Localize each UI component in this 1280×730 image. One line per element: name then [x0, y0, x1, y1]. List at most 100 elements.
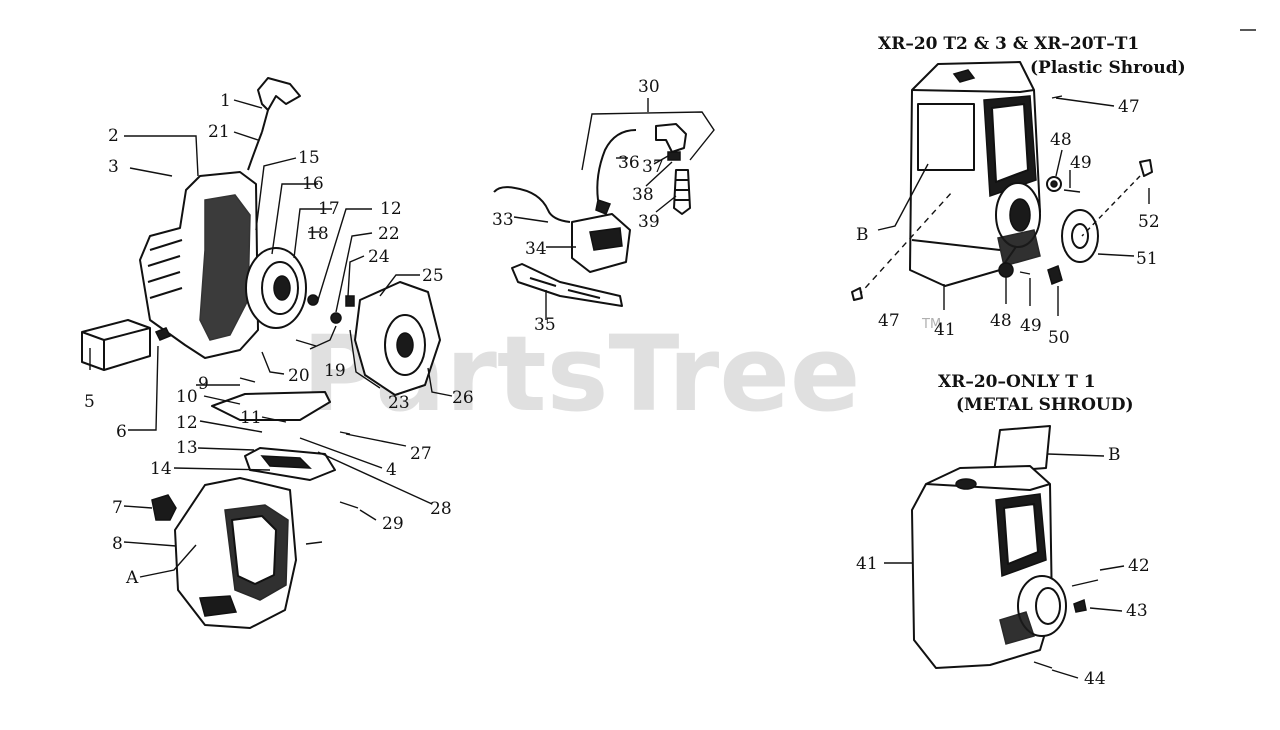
callout-12-top: 12 — [380, 199, 402, 219]
screw-47-axis — [857, 191, 953, 297]
title-metal-shroud: (METAL SHROUD) — [956, 395, 1134, 415]
shroud-panel-line — [911, 239, 1001, 251]
clutch-drum-hub — [396, 332, 414, 358]
screw-47-bottom-part — [851, 287, 863, 301]
screw-19 — [295, 339, 317, 347]
callout-19: 19 — [324, 361, 346, 381]
metal-shroud-recess-inner — [1035, 587, 1061, 625]
washer-48-lower-part — [998, 262, 1014, 278]
shroud-inner — [231, 515, 277, 585]
screw-49-part — [1063, 189, 1081, 193]
metal-shroud-assembly — [911, 425, 1099, 669]
callout-28: 28 — [430, 499, 452, 519]
callout-b-metal: B — [1108, 445, 1121, 465]
shroud-lower-opening — [997, 229, 1041, 267]
pulley-center — [273, 275, 291, 301]
callout-23: 23 — [388, 393, 410, 413]
air-filter-edges — [81, 327, 151, 370]
callout-9: 9 — [198, 374, 209, 394]
shroud-side-inner — [991, 103, 1029, 183]
key-part — [345, 295, 355, 307]
callout-26: 26 — [452, 388, 474, 408]
title-plastic-shroud-models: XR–20 T2 & 3 & XR–20T–T1 — [878, 34, 1139, 54]
title-metal-shroud-models: XR–20–ONLY T 1 — [938, 372, 1096, 392]
shroud-foot — [199, 595, 238, 617]
callout-5: 5 — [84, 392, 95, 412]
cooling-fins — [147, 239, 183, 299]
callout-16: 16 — [302, 174, 324, 194]
callout-22: 22 — [378, 224, 400, 244]
boot-spring-part — [667, 151, 681, 161]
gasket-ports — [260, 455, 312, 469]
callout-15: 15 — [298, 148, 320, 168]
metal-shroud-top-hole — [955, 478, 977, 490]
clutch-drum-face — [384, 314, 426, 376]
callout-2: 2 — [108, 126, 119, 146]
fuel-line-part — [596, 129, 637, 201]
callout-43: 43 — [1126, 601, 1148, 621]
screw-27 — [339, 431, 351, 435]
shroud-window — [917, 103, 975, 171]
leader-lines — [89, 97, 1150, 679]
clip-part — [154, 327, 172, 341]
grommet-part — [595, 199, 611, 215]
screws-29 — [305, 501, 359, 545]
callout-1: 1 — [220, 91, 231, 111]
callout-b-plastic: B — [856, 225, 869, 245]
cap-51-inner — [1071, 223, 1089, 249]
callout-6: 6 — [116, 422, 127, 442]
callout-29: 29 — [382, 514, 404, 534]
callout-49-bottom: 49 — [1020, 316, 1042, 336]
shroud-recess-hole — [1009, 198, 1031, 232]
section-titles: XR–20 T2 & 3 & XR–20T–T1 (Plastic Shroud… — [878, 34, 1186, 415]
ignition-wire-part — [493, 186, 571, 223]
callout-36: 36 — [618, 153, 640, 173]
callout-14: 14 — [150, 459, 172, 479]
metal-shroud-lower-opening — [999, 611, 1035, 645]
callout-12-bottom: 12 — [176, 413, 198, 433]
engine-assembly — [81, 77, 441, 629]
washer-part — [307, 294, 319, 306]
screw-43-part — [1073, 598, 1087, 613]
shroud-top-edge — [911, 89, 1035, 93]
callout-labels: 1 2 3 21 15 16 17 18 12 22 24 25 20 19 2… — [84, 77, 1160, 689]
callout-20: 20 — [288, 366, 310, 386]
module-core — [589, 227, 623, 251]
bolt-52-part — [1139, 159, 1153, 177]
callout-34: 34 — [525, 239, 547, 259]
callout-13: 13 — [176, 438, 198, 458]
cap-51-part — [1061, 209, 1099, 263]
ignition-fuel-assembly — [493, 111, 715, 307]
callout-47-bottom: 47 — [878, 311, 900, 331]
callout-11: 11 — [240, 408, 262, 428]
callout-49-top: 49 — [1070, 153, 1092, 173]
spark-plug-part — [673, 169, 691, 215]
engine-cavity — [199, 194, 251, 341]
group-bracket-30 — [581, 111, 715, 171]
shaft-part — [511, 263, 623, 307]
callout-39: 39 — [638, 212, 660, 232]
watermark-trademark: TM — [921, 317, 941, 332]
washer-48-hole — [1050, 180, 1058, 188]
callout-47-top: 47 — [1118, 97, 1140, 117]
callout-33: 33 — [492, 210, 514, 230]
screw-9 — [239, 377, 256, 383]
screw-3 — [129, 167, 173, 177]
starter-handle-part — [257, 77, 301, 111]
callout-41-plastic: 41 — [934, 320, 956, 340]
callout-8: 8 — [112, 534, 123, 554]
callout-38: 38 — [632, 185, 654, 205]
callout-a: A — [125, 568, 139, 588]
callout-18: 18 — [307, 224, 329, 244]
callout-27: 27 — [410, 444, 432, 464]
bracket-plate-part — [211, 391, 331, 421]
callout-44: 44 — [1084, 669, 1106, 689]
callout-51: 51 — [1136, 249, 1158, 269]
callout-52: 52 — [1138, 212, 1160, 232]
screw-47-top-part — [1051, 95, 1063, 99]
air-filter-part — [81, 319, 151, 371]
callout-25: 25 — [422, 266, 444, 286]
callout-48-bottom: 48 — [990, 311, 1012, 331]
callout-42: 42 — [1128, 556, 1150, 576]
callout-30: 30 — [638, 77, 660, 97]
